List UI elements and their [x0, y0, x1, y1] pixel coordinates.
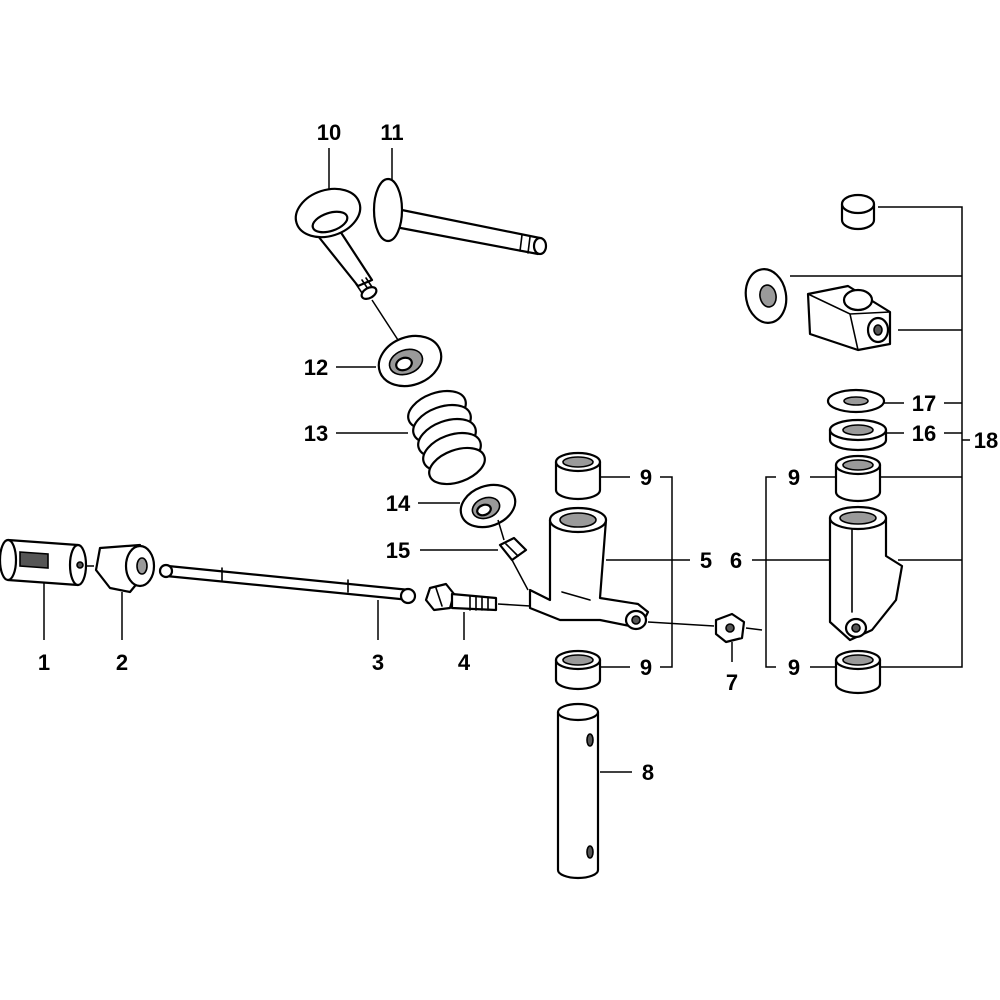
part-18-top-cap: [840, 193, 876, 231]
callout-9-left-bottom: 9: [640, 655, 652, 680]
part-17-washer: [826, 388, 886, 414]
part-9-bushing-right-bottom: [834, 649, 882, 695]
callout-18: 18: [974, 428, 998, 453]
part-15-cotter: [498, 536, 528, 562]
part-9-bushing-left-top: [554, 451, 602, 501]
callout-17: 17: [912, 391, 936, 416]
part-9-bushing-right-top: [834, 454, 882, 503]
callout-12: 12: [304, 355, 328, 380]
part-9-bushing-left-bottom: [554, 649, 602, 691]
part-18-washer: [744, 268, 788, 324]
callout-11: 11: [380, 120, 403, 145]
part-13-valve-spring: [407, 389, 486, 486]
callout-9-right-bottom: 9: [788, 655, 800, 680]
callout-6: 6: [730, 548, 742, 573]
callout-10: 10: [317, 120, 341, 145]
part-4-adjusting-bolt: [424, 582, 498, 612]
callout-13: 13: [304, 421, 328, 446]
part-2-tappet-cap: [94, 543, 156, 594]
part-16-sleeve: [828, 418, 888, 452]
callout-7: 7: [726, 670, 738, 695]
part-1-tappet: [0, 538, 88, 587]
callout-15: 15: [386, 538, 410, 563]
part-14-spring-seat: [459, 483, 517, 529]
part-12-spring-cap: [377, 334, 443, 388]
callout-5: 5: [700, 548, 712, 573]
part-3-push-rod: [158, 563, 417, 605]
callout-8: 8: [642, 760, 654, 785]
part-5-rocker-arm: [528, 506, 650, 631]
part-11-valve: [372, 177, 548, 256]
part-7-nut: [714, 612, 746, 644]
callout-14: 14: [386, 491, 411, 516]
callout-9-left-top: 9: [640, 465, 652, 490]
part-8-rocker-shaft: [556, 702, 600, 880]
callout-9-right-top: 9: [788, 465, 800, 490]
assembly-axis-lines: [86, 299, 763, 631]
callout-4: 4: [458, 650, 471, 675]
callout-16: 16: [912, 421, 936, 446]
callout-3: 3: [372, 650, 384, 675]
callout-1: 1: [38, 650, 50, 675]
leader-lines: [43, 148, 970, 773]
callout-2: 2: [116, 650, 128, 675]
part-6-rocker-arm: [828, 505, 904, 642]
part-18-rocker-block: [806, 284, 892, 352]
callout-labels: 1 2 3 4 5 6 7 8 9 9 9 9 10 11 12 13 14 1…: [38, 120, 998, 785]
part-10-valve: [294, 187, 378, 300]
